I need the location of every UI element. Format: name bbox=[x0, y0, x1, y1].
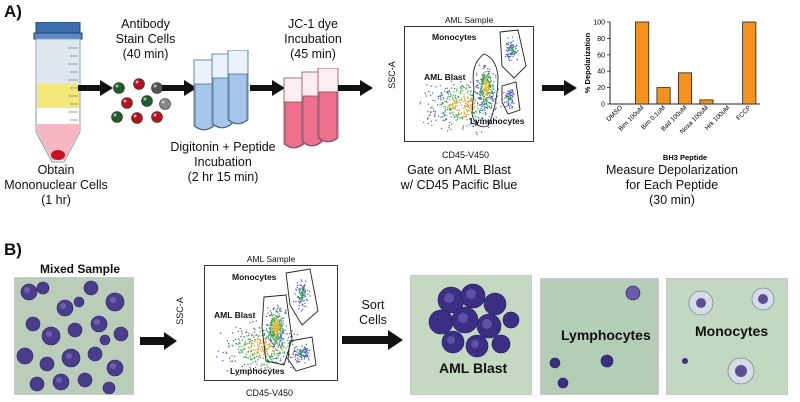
stained-cells-icon bbox=[111, 78, 171, 124]
flow-plot-a-title: AML Sample bbox=[444, 15, 494, 25]
blue-tubes-icon bbox=[193, 50, 249, 131]
gate-monocytes bbox=[499, 29, 527, 79]
flow-plot-a-ylabel: SSC-A bbox=[387, 61, 397, 89]
y-tick-label: 100 bbox=[593, 20, 605, 27]
flow-b-gate-monocytes: Monocytes bbox=[232, 272, 277, 282]
arrow-right-icon bbox=[140, 332, 177, 350]
flow-a-gate-lymphocytes: Lymphocytes bbox=[470, 116, 525, 126]
flow-a-gate-aml-blast: AML Blast bbox=[424, 72, 466, 82]
y-tick-label: 20 bbox=[597, 85, 605, 92]
bar bbox=[677, 72, 693, 105]
x-axis-label: BH3 Peptide bbox=[663, 153, 707, 162]
flow-plot-b-ylabel: SSC-A bbox=[175, 297, 185, 325]
flow-plot-b-xlabel: CD45-V450 bbox=[246, 388, 294, 398]
gate-lymphocytes bbox=[501, 81, 521, 115]
y-tick-label: 0 bbox=[601, 102, 605, 109]
flow-b-gate-lymphocytes: Lymphocytes bbox=[230, 366, 285, 376]
flow-plot-b-title: AML Sample bbox=[246, 254, 296, 264]
y-tick-label: 80 bbox=[597, 36, 605, 43]
lymphocytes-label: Lymphocytes bbox=[561, 327, 651, 343]
pink-tubes-icon bbox=[283, 68, 339, 149]
x-tick-label: FCCP bbox=[735, 104, 752, 121]
arrow-right-icon bbox=[342, 330, 403, 350]
gate-lymphocytes bbox=[287, 336, 317, 372]
aml-blast-photo: AML Blast bbox=[410, 275, 532, 395]
monocytes-photo: Monocytes bbox=[666, 278, 788, 395]
bar bbox=[635, 21, 650, 105]
arrow-right-icon bbox=[338, 80, 373, 96]
y-axis-label: % Depolarization bbox=[583, 32, 592, 93]
flow-plot-b bbox=[204, 265, 338, 381]
arrow-right-icon bbox=[78, 80, 113, 96]
arrow-right-icon bbox=[250, 80, 285, 96]
flow-b-gate-aml-blast: AML Blast bbox=[214, 310, 256, 320]
bar bbox=[742, 21, 757, 105]
panel-b-label: B) bbox=[4, 240, 22, 259]
mixed-sample-label: Mixed Sample bbox=[39, 262, 121, 276]
conical-tube-icon bbox=[33, 22, 83, 163]
gate-monocytes bbox=[285, 268, 319, 326]
bar bbox=[656, 87, 671, 105]
y-tick-label: 40 bbox=[597, 69, 605, 76]
monocytes-label: Monocytes bbox=[695, 323, 769, 339]
flow-plot-a bbox=[404, 26, 534, 142]
arrow-right-icon bbox=[542, 80, 577, 96]
aml-blast-label: AML Blast bbox=[439, 360, 508, 376]
lymphocytes-photo: Lymphocytes bbox=[540, 278, 659, 395]
flow-a-gate-monocytes: Monocytes bbox=[432, 32, 477, 42]
arrow-right-icon bbox=[162, 80, 197, 96]
mixed-sample-photo bbox=[14, 277, 134, 395]
gate-aml-blast bbox=[261, 294, 293, 366]
bar bbox=[699, 99, 714, 105]
gate-aml-blast bbox=[471, 53, 499, 128]
flow-plot-a-xlabel: CD45-V450 bbox=[442, 150, 490, 160]
y-tick-label: 60 bbox=[597, 52, 605, 59]
x-tick-label: DMSO bbox=[605, 104, 624, 123]
panel-a-label: A) bbox=[4, 2, 22, 21]
